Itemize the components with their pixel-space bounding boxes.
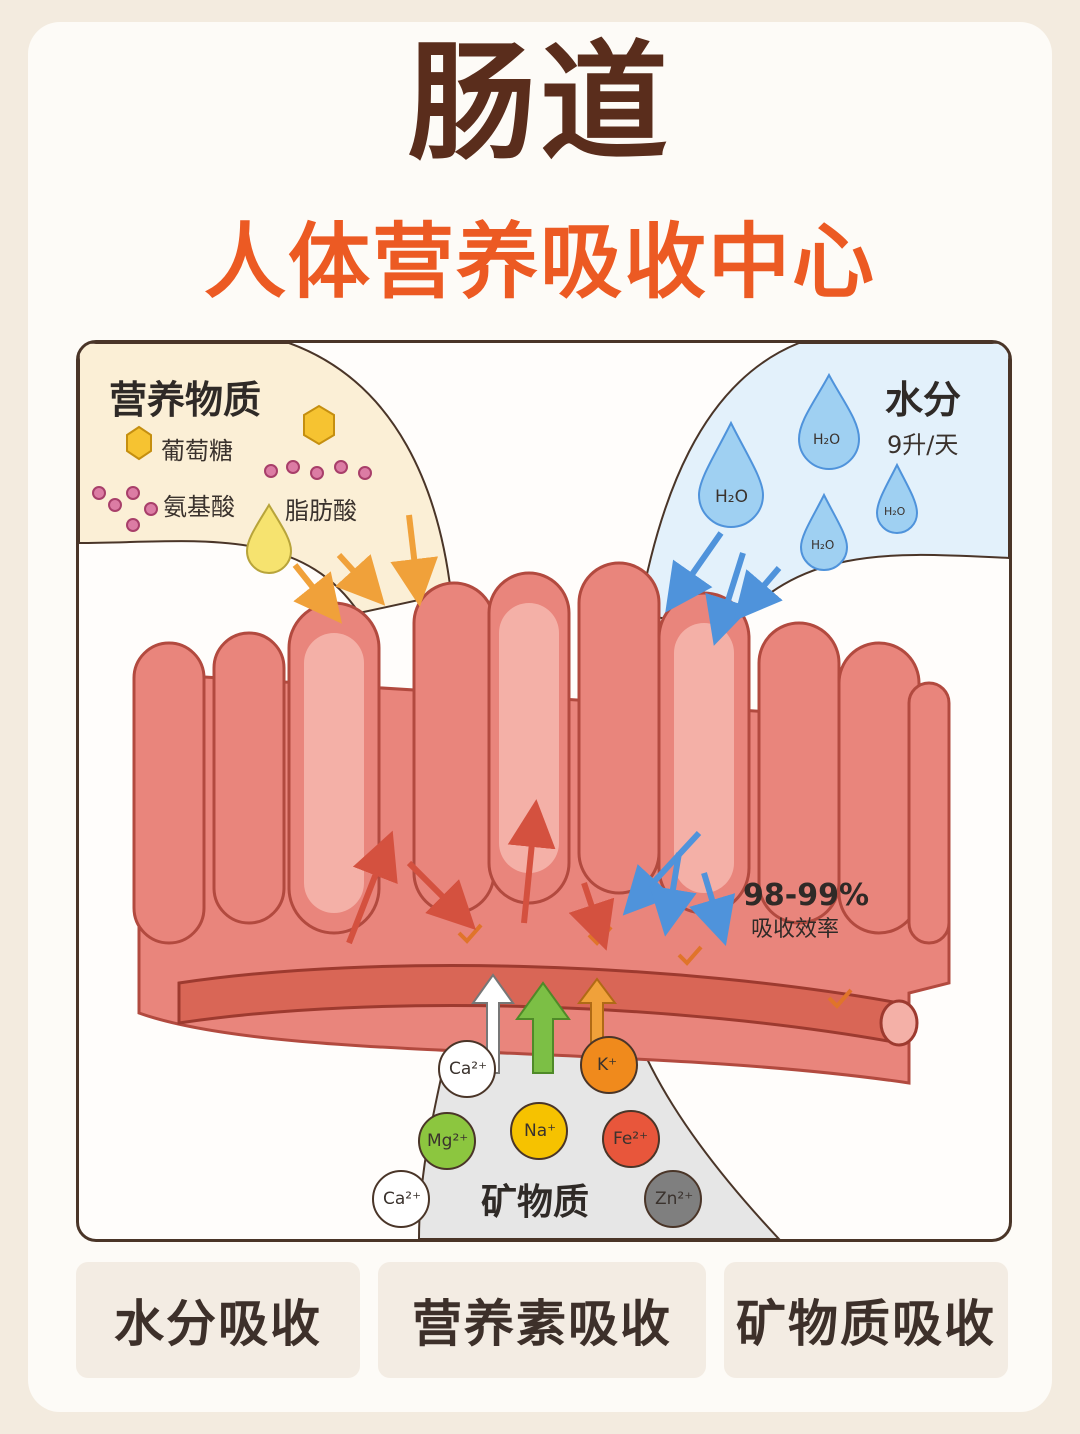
ion-label-4: Na⁺ [524, 1121, 557, 1141]
mineral-ions [372, 1036, 702, 1228]
water-heading: 水分 [885, 378, 962, 422]
ion-label-6: Ca²⁺ [383, 1189, 422, 1209]
page-title: 肠道 [407, 29, 672, 178]
water-drops [697, 372, 919, 571]
amino-acid-label: 氨基酸 [163, 493, 235, 521]
ion-label-3: Mg²⁺ [427, 1131, 469, 1151]
fatty-acid-drop-icon [245, 503, 293, 574]
nutrients-heading: 营养物质 [109, 378, 262, 422]
page-subtitle: 人体营养吸收中心 [203, 215, 876, 310]
white-up-arrow [471, 973, 515, 1074]
ion-label-7: Zn²⁺ [655, 1189, 694, 1209]
mineral-absorption-button[interactable]: 矿物质吸收 [724, 1262, 1008, 1378]
fatty-acid-chain-icon [264, 460, 372, 480]
h2o-label-2: H₂O [715, 487, 748, 507]
green-up-arrow [515, 981, 571, 1074]
fatty-acid-label: 脂肪酸 [285, 497, 357, 525]
ion-label-5: Fe²⁺ [613, 1129, 649, 1149]
water-absorption-button[interactable]: 水分吸收 [76, 1262, 360, 1378]
h2o-label-1: H₂O [813, 432, 841, 448]
glucose-label: 葡萄糖 [161, 437, 233, 465]
ion-label-1: Ca²⁺ [449, 1059, 488, 1079]
glucose-icon-2 [303, 404, 335, 446]
h2o-label-3: H₂O [811, 538, 835, 552]
efficiency-percent: 98-99% [743, 878, 870, 913]
intestine-illustration [79, 343, 1009, 1239]
efficiency-label: 吸收效率 [751, 917, 840, 942]
glucose-icon [126, 425, 152, 461]
amino-acid-icon [92, 486, 158, 532]
h2o-label-4: H₂O [884, 505, 906, 518]
minerals-heading: 矿物质 [481, 1182, 590, 1223]
nutrient-absorption-button[interactable]: 营养素吸收 [378, 1262, 706, 1378]
water-amount: 9升/天 [887, 431, 959, 459]
intestine-diagram: 营养物质 葡萄糖 氨基酸 脂肪酸 水分 9升/天 H₂O H₂O H₂O H₂O… [76, 340, 1012, 1242]
ion-label-2: K⁺ [597, 1055, 618, 1075]
